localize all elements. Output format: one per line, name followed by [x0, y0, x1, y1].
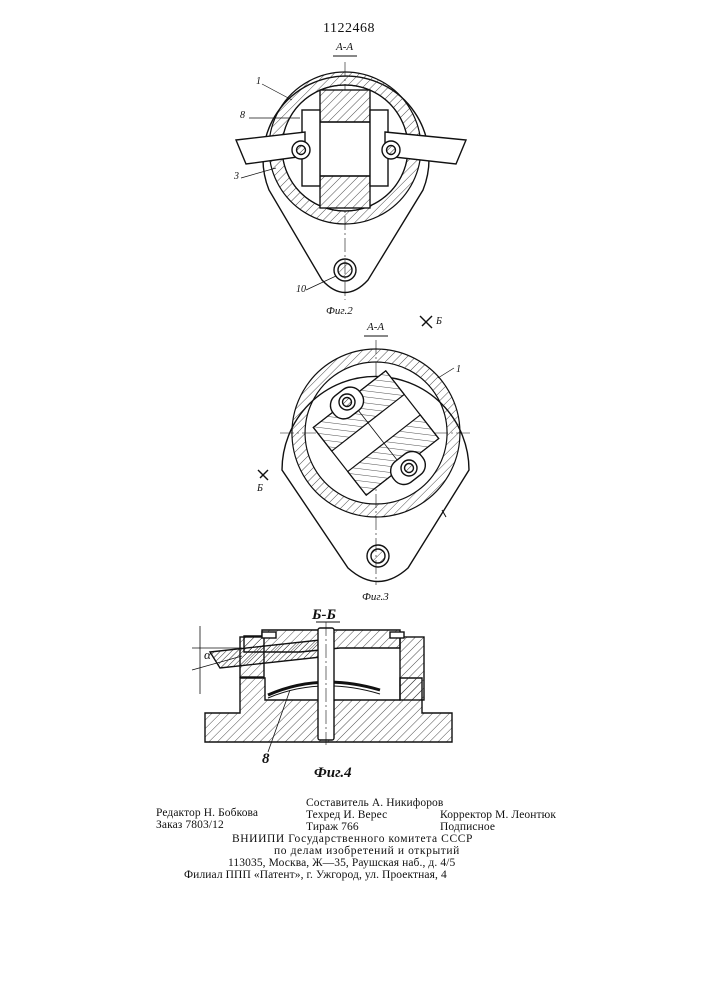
figure-3	[258, 316, 470, 585]
fig2-label-8: 8	[240, 111, 245, 121]
fig3-label-1: 1	[456, 365, 461, 375]
imprint-address: 113035, Москва, Ж—35, Раушская наб., д. …	[228, 858, 455, 870]
imprint-editor: Редактор Н. Бобкова	[156, 808, 258, 820]
imprint-org1: ВНИИПИ Государственного комитета СССР	[232, 834, 473, 846]
imprint-subscription: Подписное	[440, 822, 495, 834]
imprint-order: Заказ 7803/12	[156, 820, 224, 832]
imprint-compiler: Составитель А. Никифоров	[306, 798, 443, 810]
fig4-angle-label: α	[204, 648, 211, 661]
imprint-techred: Техред И. Верес	[306, 810, 387, 822]
fig2-section-label: А-А	[336, 42, 353, 53]
imprint-corrector: Корректор М. Леонтюк	[440, 810, 556, 822]
fig2-label-10: 10	[296, 285, 306, 295]
fig3-caption: Фиг.3	[362, 592, 389, 603]
fig2-label-1: 1	[256, 77, 261, 87]
imprint-circulation: Тираж 766	[306, 822, 359, 834]
fig4-section-label: Б-Б	[312, 608, 336, 623]
figure-2	[236, 56, 466, 300]
imprint-branch: Филиал ППП «Патент», г. Ужгород, ул. Про…	[184, 870, 447, 882]
fig3-section-label: А-А	[367, 322, 384, 333]
fig3-cut-mark-top: Б	[436, 317, 442, 327]
fig2-label-3: 3	[234, 172, 239, 182]
imprint-org2: по делам изобретений и открытий	[274, 846, 460, 858]
fig4-caption: Фиг.4	[314, 766, 352, 781]
fig4-label-8: 8	[262, 752, 270, 767]
figure-4	[192, 622, 452, 752]
fig3-cut-mark-left: Б	[257, 484, 263, 494]
fig2-caption: Фиг.2	[326, 306, 353, 317]
